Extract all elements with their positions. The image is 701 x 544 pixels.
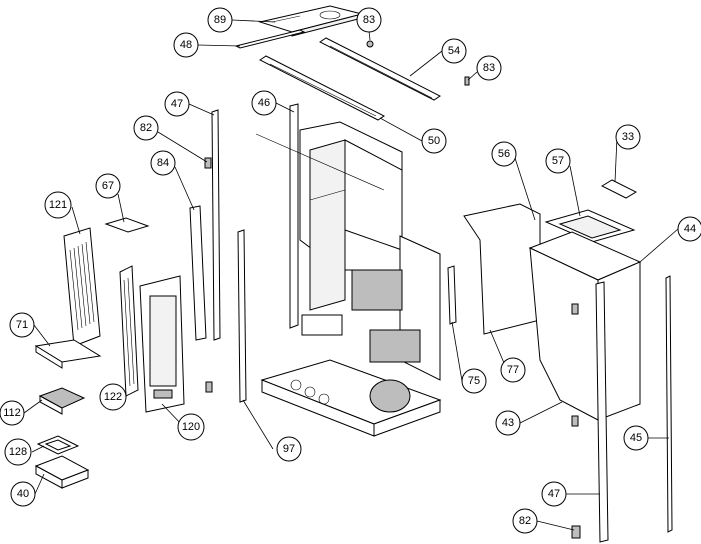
callout-56: 56 (491, 141, 517, 167)
callout-45: 45 (623, 425, 649, 451)
callout-128: 128 (4, 438, 32, 466)
callout-label: 45 (630, 432, 642, 444)
callout-label: 128 (9, 446, 27, 458)
callout-label: 112 (3, 407, 21, 419)
callout-label: 89 (214, 14, 226, 26)
main-frame-part (255, 121, 442, 437)
vertical-strip-part-upper (211, 109, 221, 341)
callout-label: 54 (448, 45, 460, 57)
callout-label: 71 (16, 319, 28, 331)
screw-part (366, 40, 470, 86)
top-cover-plate-part (258, 5, 363, 37)
vertical-strip-part-lower (595, 281, 609, 543)
callout-33: 33 (615, 124, 641, 150)
callout-84: 84 (150, 150, 176, 176)
callout-label: 50 (428, 135, 440, 147)
callout-label: 77 (507, 364, 519, 376)
callout-label: 43 (502, 417, 514, 429)
callout-50: 50 (421, 128, 447, 154)
front-rail-part (234, 29, 306, 49)
long-rod-part (665, 275, 673, 533)
small-plate-part (104, 217, 150, 233)
callout-label: 46 (258, 97, 270, 109)
callout-label: 84 (157, 157, 169, 169)
callout-label: 40 (17, 488, 29, 500)
callout-75: 75 (461, 368, 487, 394)
callout-121: 121 (44, 191, 72, 219)
hopper-lid-part (544, 209, 636, 243)
callout-97: 97 (276, 436, 302, 462)
front-grille-panel-part (63, 227, 101, 347)
callout-label: 97 (283, 443, 295, 455)
pellet-hopper-part (528, 231, 642, 427)
vertical-strip-part-97 (237, 229, 247, 403)
side-rail-part (259, 55, 385, 121)
callout-46: 46 (251, 90, 277, 116)
callout-label: 47 (171, 98, 183, 110)
burner-pot-part (38, 387, 86, 415)
callout-82: 82 (512, 508, 538, 534)
frame-post-part (289, 103, 299, 329)
callout-label: 44 (684, 223, 696, 235)
callout-44: 44 (677, 216, 701, 242)
callout-48: 48 (173, 32, 199, 58)
ash-tray-part (34, 339, 102, 369)
callout-67: 67 (95, 173, 121, 199)
callout-label: 67 (102, 180, 114, 192)
callout-82: 82 (133, 115, 159, 141)
callout-57: 57 (545, 148, 571, 174)
callout-83: 83 (476, 55, 502, 81)
callout-label: 82 (140, 122, 152, 134)
callout-77: 77 (500, 357, 526, 383)
callout-71: 71 (9, 312, 35, 338)
small-bracket-part-lower (571, 525, 581, 539)
callout-43: 43 (495, 410, 521, 436)
door-panel-part (119, 265, 185, 413)
side-panel-part (189, 205, 207, 341)
callout-label: 75 (468, 375, 480, 387)
callout-122: 122 (99, 383, 127, 411)
callout-label: 83 (363, 14, 375, 26)
callout-label: 121 (49, 199, 67, 211)
callout-label: 47 (548, 488, 560, 500)
leader-lines (23, 19, 679, 531)
callout-89: 89 (207, 7, 233, 33)
gasket-part (36, 435, 80, 455)
callout-label: 83 (483, 62, 495, 74)
callout-label: 57 (552, 155, 564, 167)
callout-label: 122 (104, 391, 122, 403)
small-bracket-part-upper (204, 157, 212, 169)
top-bracket-part (600, 179, 638, 199)
callout-120: 120 (177, 413, 205, 441)
small-clip-part (205, 381, 213, 393)
callout-47: 47 (541, 481, 567, 507)
callout-label: 33 (622, 131, 634, 143)
callout-54: 54 (441, 38, 467, 64)
callout-label: 82 (519, 515, 531, 527)
callout-47: 47 (164, 91, 190, 117)
callout-40: 40 (10, 481, 36, 507)
callout-label: 56 (498, 148, 510, 160)
small-strip-part (447, 265, 457, 325)
callout-label: 120 (182, 421, 200, 433)
ash-drawer-part (34, 455, 90, 489)
callout-112: 112 (0, 400, 25, 426)
top-rail-part (319, 37, 441, 101)
back-panel-part (463, 203, 541, 335)
callout-label: 48 (180, 39, 192, 51)
callout-83: 83 (356, 7, 382, 33)
